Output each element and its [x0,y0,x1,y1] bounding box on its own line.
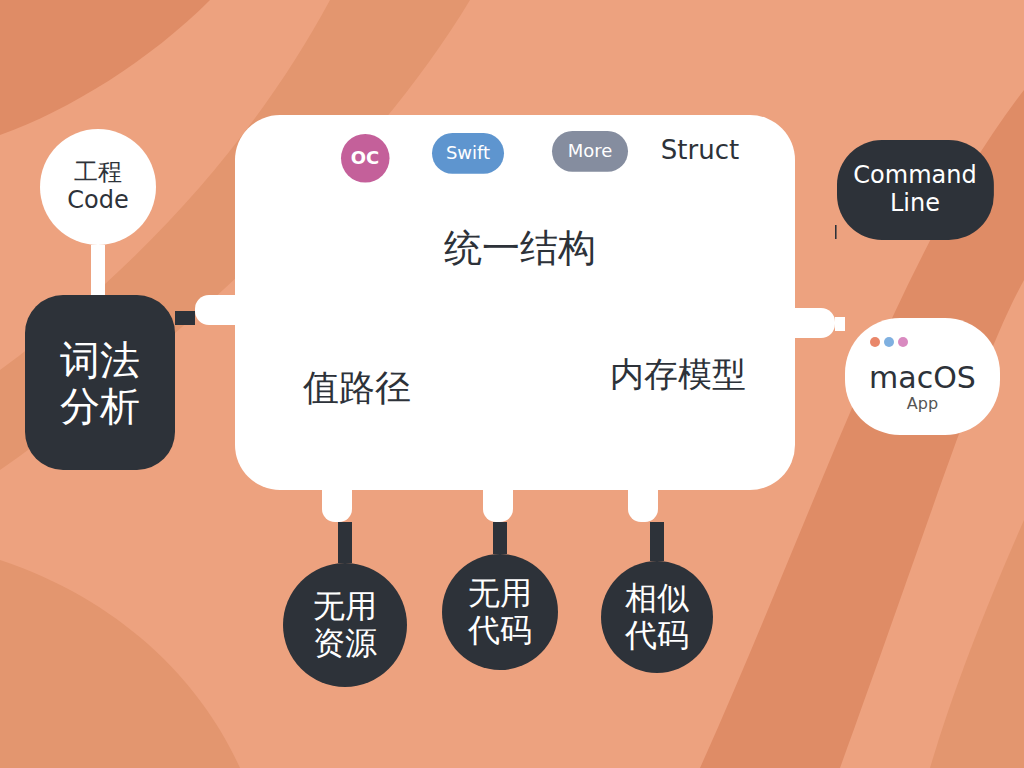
node-bubble [837,140,994,240]
panel-text: 值路径 [303,364,411,413]
code-bubble: 工程Code [40,129,156,245]
node-text: 无用代码 [467,575,533,649]
background-stripe [0,560,240,768]
output-circle: 相似代码 [601,561,713,673]
background-stripe [0,0,210,135]
window-dot [898,337,908,347]
connector-stem [91,245,105,295]
node-bubble [845,318,1000,435]
node-pill [552,131,628,172]
node-text: Code [67,187,128,215]
panel-bump [195,295,251,325]
node-text: More [568,141,613,162]
connector-stem [175,311,195,325]
node-text: OC [351,148,380,169]
panel-text: Struct [661,135,739,165]
command-line-bubble: CommandLine [837,140,994,240]
connector-stem [650,522,664,561]
lang-pill: More [552,131,628,172]
node-content: macOSApp [869,360,976,413]
connector-stem [835,225,837,239]
connector-stem [835,317,845,331]
panel-bump [322,462,352,522]
panel-text: 统一结构 [444,223,596,274]
lexer-blob: 词法分析 [25,295,175,470]
node-circle [283,563,407,687]
node-content: 相似代码 [624,580,690,654]
node-content: More [568,141,613,162]
node-shape [195,112,835,522]
node-text: 相似代码 [624,580,690,654]
node-text: Line [890,190,940,218]
node-blob [25,295,175,470]
lang-badge: OC [341,134,390,183]
node-content: CommandLine [853,162,976,217]
node-pill [432,133,504,174]
node-text: macOS [869,360,976,395]
panel-bump [628,462,658,522]
connector-stem [493,522,507,554]
node-text: 词法分析 [59,337,141,429]
node-text: Command [853,162,976,190]
lang-pill: Swift [432,133,504,174]
connector-stem [338,522,352,563]
node-content: Swift [446,143,490,164]
panel-bump [483,462,513,522]
node-text: App [907,395,938,413]
node-content: 无用代码 [467,575,533,649]
output-circle: 无用资源 [283,563,407,687]
panel-text: 内存模型 [610,352,746,398]
core-panel: Struct 统一结构值路径 内存模型 OC Swift More [195,112,835,522]
panel-body [235,115,795,490]
node-text: Swift [446,143,490,164]
node-circle [601,561,713,673]
window-dot [884,337,894,347]
node-text: 工程 [74,159,122,187]
output-circle: 无用代码 [442,554,558,670]
node-content: 无用资源 [312,588,378,662]
node-circle [40,129,156,245]
window-dot [870,337,880,347]
node-content: OC [351,148,380,169]
node-content: 工程Code [67,159,128,214]
node-circle [442,554,558,670]
node-circle [341,134,390,183]
node-content: 词法分析 [59,337,141,429]
macos-app-bubble: macOSApp [845,318,1000,435]
background-stripe [930,520,1024,768]
panel-bump [779,308,835,338]
node-text: 无用资源 [312,588,378,662]
